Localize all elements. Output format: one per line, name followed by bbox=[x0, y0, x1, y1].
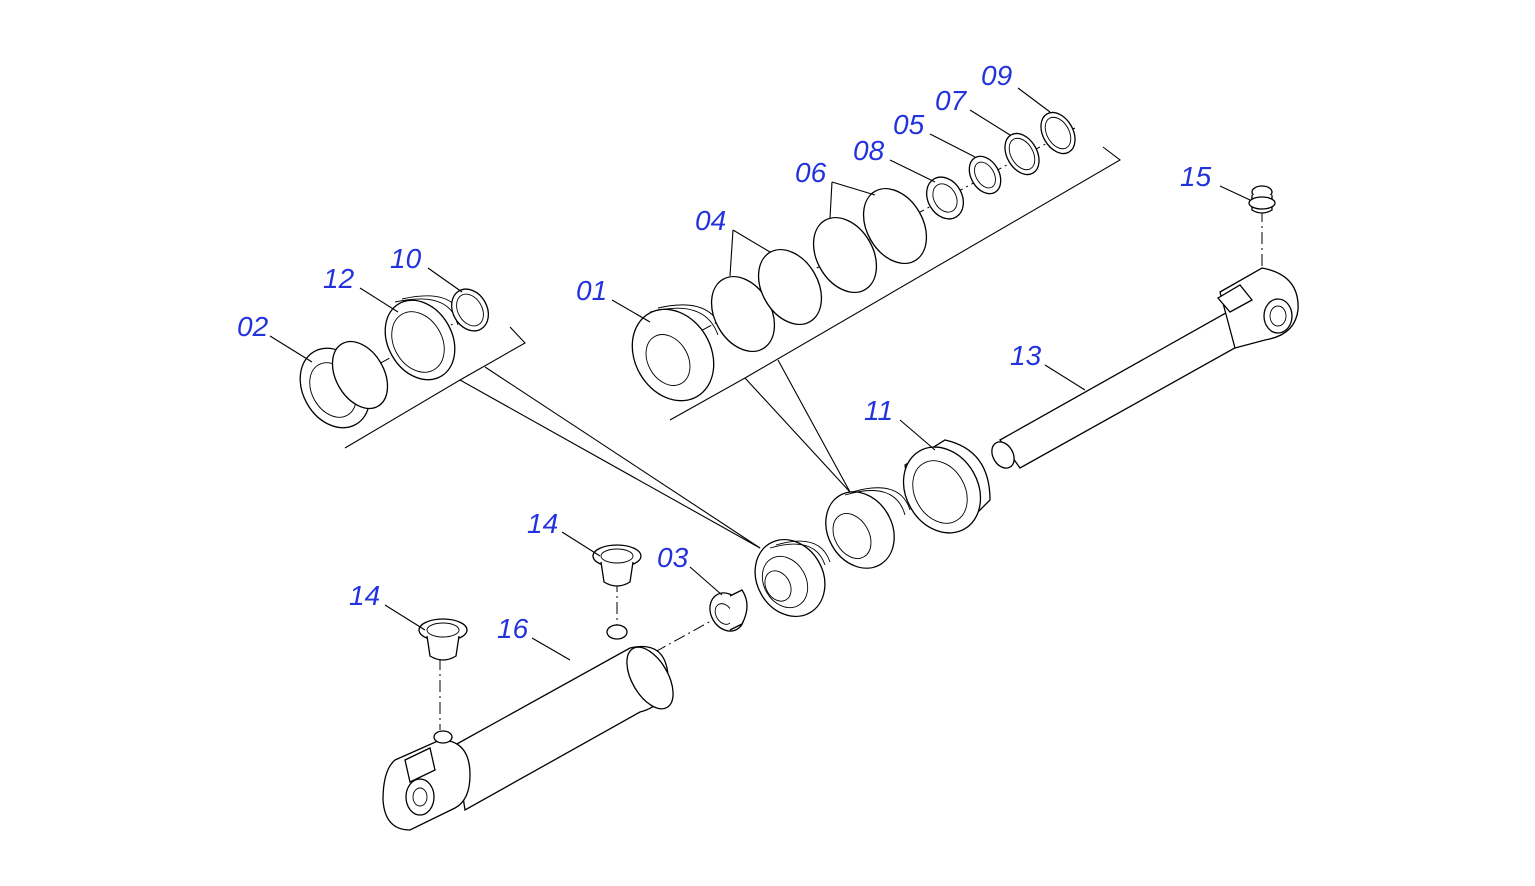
callout-04: 04 bbox=[695, 205, 726, 236]
grease-cap-part-14a bbox=[418, 618, 468, 661]
callout-13: 13 bbox=[1010, 340, 1042, 371]
callout-10: 10 bbox=[390, 243, 422, 274]
wiper-part-05 bbox=[968, 155, 1002, 195]
group-bracket-right bbox=[669, 146, 1121, 493]
callout-09: 09 bbox=[981, 60, 1012, 91]
seal-part-07 bbox=[1004, 132, 1040, 176]
callout-08: 08 bbox=[853, 135, 885, 166]
callout-14-right: 14 bbox=[527, 508, 558, 539]
nut-part-03 bbox=[709, 589, 748, 632]
piston-part-01 bbox=[631, 304, 723, 402]
seal-ring-part-06 bbox=[812, 187, 928, 294]
callout-03: 03 bbox=[657, 542, 689, 573]
leader-lines bbox=[269, 87, 1251, 661]
grease-cap-part-14b bbox=[592, 544, 642, 587]
callout-14-left: 14 bbox=[349, 580, 380, 611]
group-bracket-left bbox=[344, 326, 761, 549]
callout-15: 15 bbox=[1180, 161, 1212, 192]
seal-ring-part-04 bbox=[710, 248, 823, 353]
callouts: 01 02 03 04 05 06 07 08 09 10 11 12 13 1… bbox=[237, 60, 1212, 644]
rod-part-13 bbox=[991, 267, 1299, 469]
callout-11: 11 bbox=[864, 395, 893, 426]
callout-06: 06 bbox=[795, 157, 827, 188]
ring-part-09 bbox=[1040, 111, 1076, 155]
callout-01: 01 bbox=[576, 275, 607, 306]
callout-07: 07 bbox=[935, 85, 968, 116]
callout-05: 05 bbox=[893, 109, 925, 140]
cap-nut-part-11 bbox=[902, 439, 991, 534]
callout-12: 12 bbox=[323, 263, 355, 294]
cylinder-barrel-part-16 bbox=[382, 624, 674, 831]
piston-part-02 bbox=[299, 340, 389, 429]
axis-lines bbox=[339, 127, 1263, 730]
callout-16: 16 bbox=[497, 613, 529, 644]
o-ring-part-10 bbox=[450, 288, 490, 332]
bushing-part-08 bbox=[925, 176, 965, 220]
grease-fitting-part-15 bbox=[1248, 185, 1276, 214]
piston-assembly bbox=[754, 538, 831, 618]
gland-assembly bbox=[825, 487, 911, 569]
gland-part-12 bbox=[384, 295, 463, 381]
callout-02: 02 bbox=[237, 311, 269, 342]
